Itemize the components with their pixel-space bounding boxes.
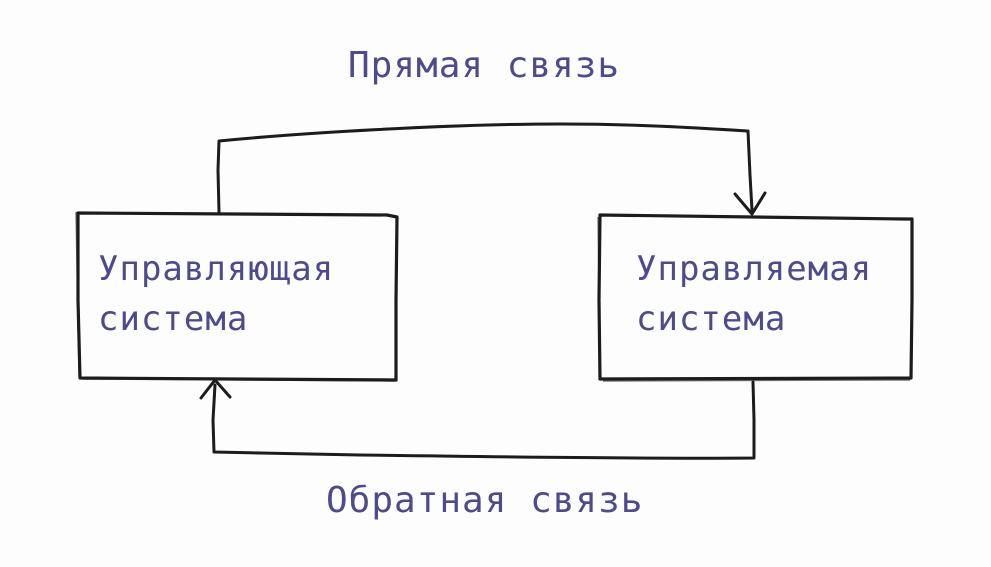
controlled-system-text: Управляемая система: [636, 244, 872, 344]
controlling-system-line2: система: [98, 299, 249, 339]
forward-link-label: Прямая связь: [348, 45, 621, 86]
controlled-system-line2: система: [636, 299, 787, 339]
feedback-arrowhead: [199, 378, 232, 400]
feedback-link-label: Обратная связь: [326, 480, 644, 521]
controlling-system-text: Управляющая система: [98, 244, 334, 344]
forward-link-line: [216, 122, 754, 214]
controlling-system-line1: Управляющая: [98, 249, 335, 289]
forward-arrowhead: [733, 191, 767, 216]
controlled-system-line1: Управляемая: [636, 249, 873, 289]
feedback-link-line: [211, 380, 756, 460]
